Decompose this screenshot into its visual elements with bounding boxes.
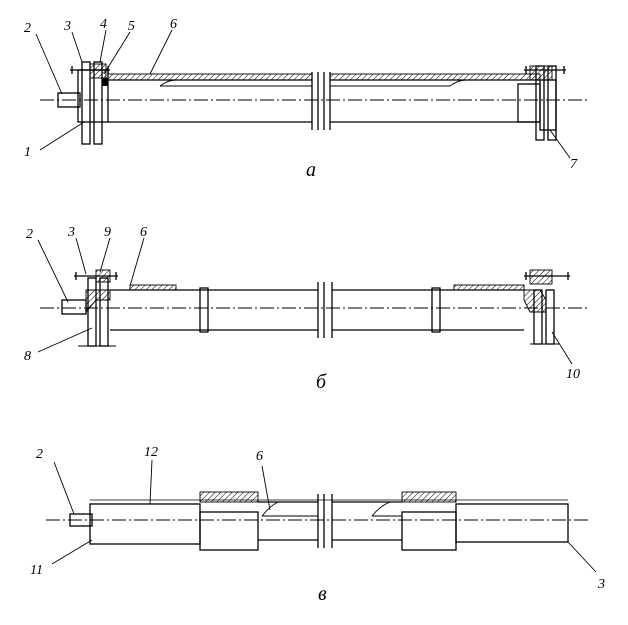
view-b-label-6: 6 [140, 225, 147, 240]
view-b-nozzle [61, 299, 87, 315]
view-b-label-9: 9 [104, 225, 111, 240]
view-a-left-flange [57, 61, 110, 145]
view-a-label-4: 4 [100, 17, 107, 32]
view-a-leaders [35, 29, 571, 159]
view-b-label-3: 3 [67, 225, 75, 240]
view-a-label-1: 1 [24, 145, 31, 160]
view-a-label-2: 2 [24, 21, 31, 36]
view-v-label-2: 2 [36, 447, 43, 462]
view-b-left-flange [61, 269, 118, 347]
view-a-label-7: 7 [570, 157, 578, 172]
view-a-label-6: 6 [170, 17, 177, 32]
view-v-label-11: 11 [30, 563, 43, 578]
view-v-label-3: 3 [597, 577, 605, 592]
view-v-leaders [51, 459, 597, 573]
view-a-nozzle [57, 92, 81, 108]
view-v-nozzle [69, 513, 93, 527]
view-v-label-12: 12 [144, 445, 158, 460]
view-a: 2 3 4 5 6 1 7 а [24, 17, 590, 181]
view-b-caption: б [316, 371, 327, 393]
view-b-label-8: 8 [24, 349, 31, 364]
view-v-label-6: 6 [256, 449, 263, 464]
view-b-right-flange [523, 269, 570, 345]
view-b: 2 3 9 6 8 10 б [24, 225, 590, 393]
view-a-tube [107, 72, 541, 130]
view-b-label-2: 2 [26, 227, 33, 242]
view-a-label-3: 3 [63, 19, 71, 34]
view-b-leaders [37, 237, 573, 365]
view-v-caption: в [318, 583, 327, 605]
view-b-tube [110, 282, 525, 338]
view-a-caption: а [306, 159, 316, 181]
view-v-tube [69, 491, 569, 551]
view-v: 2 12 6 11 3 в [30, 445, 605, 605]
view-b-label-10: 10 [566, 367, 580, 382]
view-a-label-5: 5 [128, 19, 135, 34]
view-a-right-flange [517, 65, 566, 141]
